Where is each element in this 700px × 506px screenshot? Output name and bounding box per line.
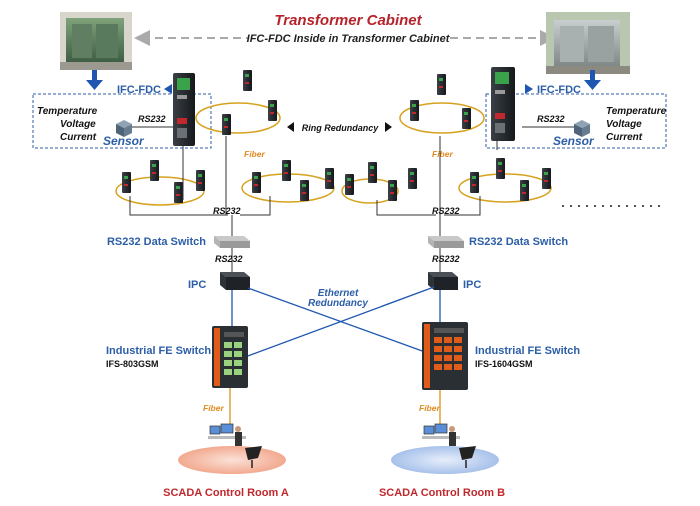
- left-ipc-label: IPC: [188, 279, 206, 291]
- left-sensor-label: Sensor: [103, 134, 145, 148]
- left-ifc-device: [173, 73, 195, 146]
- ring-redundancy-label: Ring Redundancy: [302, 123, 379, 133]
- mid-device-2: [150, 160, 159, 181]
- right-sensor-line-1: Temperature: [606, 106, 667, 117]
- left-fiber-top: Fiber: [244, 149, 265, 159]
- control-room-a-icon: [178, 423, 286, 474]
- right-sensor-label: Sensor: [553, 134, 595, 148]
- mid-device-11: [388, 180, 397, 201]
- left-switch-label: Industrial FE Switch: [106, 345, 211, 357]
- mid-device-10: [368, 162, 377, 183]
- left-down-arrow: [86, 70, 103, 90]
- right-rs232-data-switch: [428, 236, 464, 248]
- right-fe-switch: [422, 322, 468, 390]
- right-ring-device-2: [410, 100, 419, 121]
- left-sensor-line-3: Current: [60, 132, 97, 143]
- left-ring-device-2: [268, 100, 277, 121]
- ring-arrow-left-icon: [287, 122, 294, 132]
- right-rs232-a: RS232: [432, 206, 460, 216]
- ethernet-cross-links: [231, 286, 441, 358]
- right-ifc-device: [491, 67, 515, 141]
- page-subtitle: IFC-FDC Inside in Transformer Cabinet: [247, 33, 451, 45]
- right-ipc: [428, 272, 458, 290]
- mid-device-13: [470, 172, 479, 193]
- right-ifc-arrow-icon: [525, 84, 533, 94]
- left-switch-model: IFS-803GSM: [106, 359, 159, 369]
- left-data-switch-label: RS232 Data Switch: [107, 236, 206, 248]
- right-rs232-wiring: [376, 136, 498, 272]
- ethernet-label-2: Redundancy: [308, 298, 368, 309]
- right-sensor-line-2: Voltage: [606, 119, 642, 130]
- left-fiber-bottom: Fiber: [203, 403, 224, 413]
- right-fiber-top: Fiber: [432, 149, 453, 159]
- right-cabinet-photo: [546, 12, 630, 74]
- left-ifc-box: [32, 93, 212, 149]
- right-rs232-top: RS232: [537, 114, 565, 124]
- right-ifc-label: IFC-FDC: [537, 84, 581, 96]
- mid-device-3: [174, 182, 183, 203]
- left-rs232-data-switch: [214, 236, 250, 248]
- mid-device-15: [520, 180, 529, 201]
- mid-ring-4: [458, 173, 552, 203]
- control-room-b-label: SCADA Control Room B: [379, 487, 505, 499]
- mid-ring-1: [115, 176, 205, 206]
- ethernet-label-1: Ethernet: [318, 288, 359, 299]
- right-ifc-box: [485, 93, 667, 149]
- right-switch-label: Industrial FE Switch: [475, 345, 580, 357]
- left-rs232-wiring: [129, 136, 271, 272]
- ring-arrow-right-icon: [385, 122, 392, 132]
- left-ipc: [220, 272, 250, 290]
- mid-device-12: [408, 168, 417, 189]
- left-ifc-label: IFC-FDC: [117, 84, 161, 96]
- mid-device-14: [496, 158, 505, 179]
- mid-device-5: [252, 172, 261, 193]
- right-fiber-bottom: Fiber: [419, 403, 440, 413]
- control-room-b-icon: [391, 423, 499, 474]
- right-sensor-cube-icon: [574, 120, 590, 137]
- left-top-ring: [195, 102, 281, 134]
- right-switch-model: IFS-1604GSM: [475, 359, 533, 369]
- left-sensor-cube-icon: [116, 120, 132, 137]
- left-cabinet-photo: [60, 12, 132, 70]
- mid-device-8: [325, 168, 334, 189]
- mid-device-16: [542, 168, 551, 189]
- left-ring-device-3: [222, 114, 231, 135]
- left-sensor-line-1: Temperature: [37, 106, 98, 117]
- right-ring-device-1: [437, 74, 446, 95]
- right-ipc-label: IPC: [463, 279, 481, 291]
- mid-device-7: [300, 180, 309, 201]
- right-ring-device-3: [462, 108, 471, 129]
- left-ring-device-1: [243, 70, 252, 91]
- mid-device-6: [282, 160, 291, 181]
- right-rs232-b: RS232: [432, 254, 460, 264]
- right-top-ring: [399, 102, 485, 134]
- page-title: Transformer Cabinet: [274, 12, 422, 29]
- left-rs232-a: RS232: [213, 206, 241, 216]
- left-ifc-arrow-icon: [164, 84, 172, 94]
- right-data-switch-label: RS232 Data Switch: [469, 236, 568, 248]
- left-rs232-b: RS232: [215, 254, 243, 264]
- right-down-arrow: [584, 70, 601, 90]
- mid-device-4: [196, 170, 205, 191]
- left-sensor-line-2: Voltage: [60, 119, 96, 130]
- mid-device-1: [122, 172, 131, 193]
- left-fe-switch: [212, 326, 248, 388]
- control-room-a-label: SCADA Control Room A: [163, 487, 289, 499]
- mid-device-9: [345, 174, 354, 195]
- right-sensor-line-3: Current: [606, 132, 643, 143]
- left-rs232-top: RS232: [138, 114, 166, 124]
